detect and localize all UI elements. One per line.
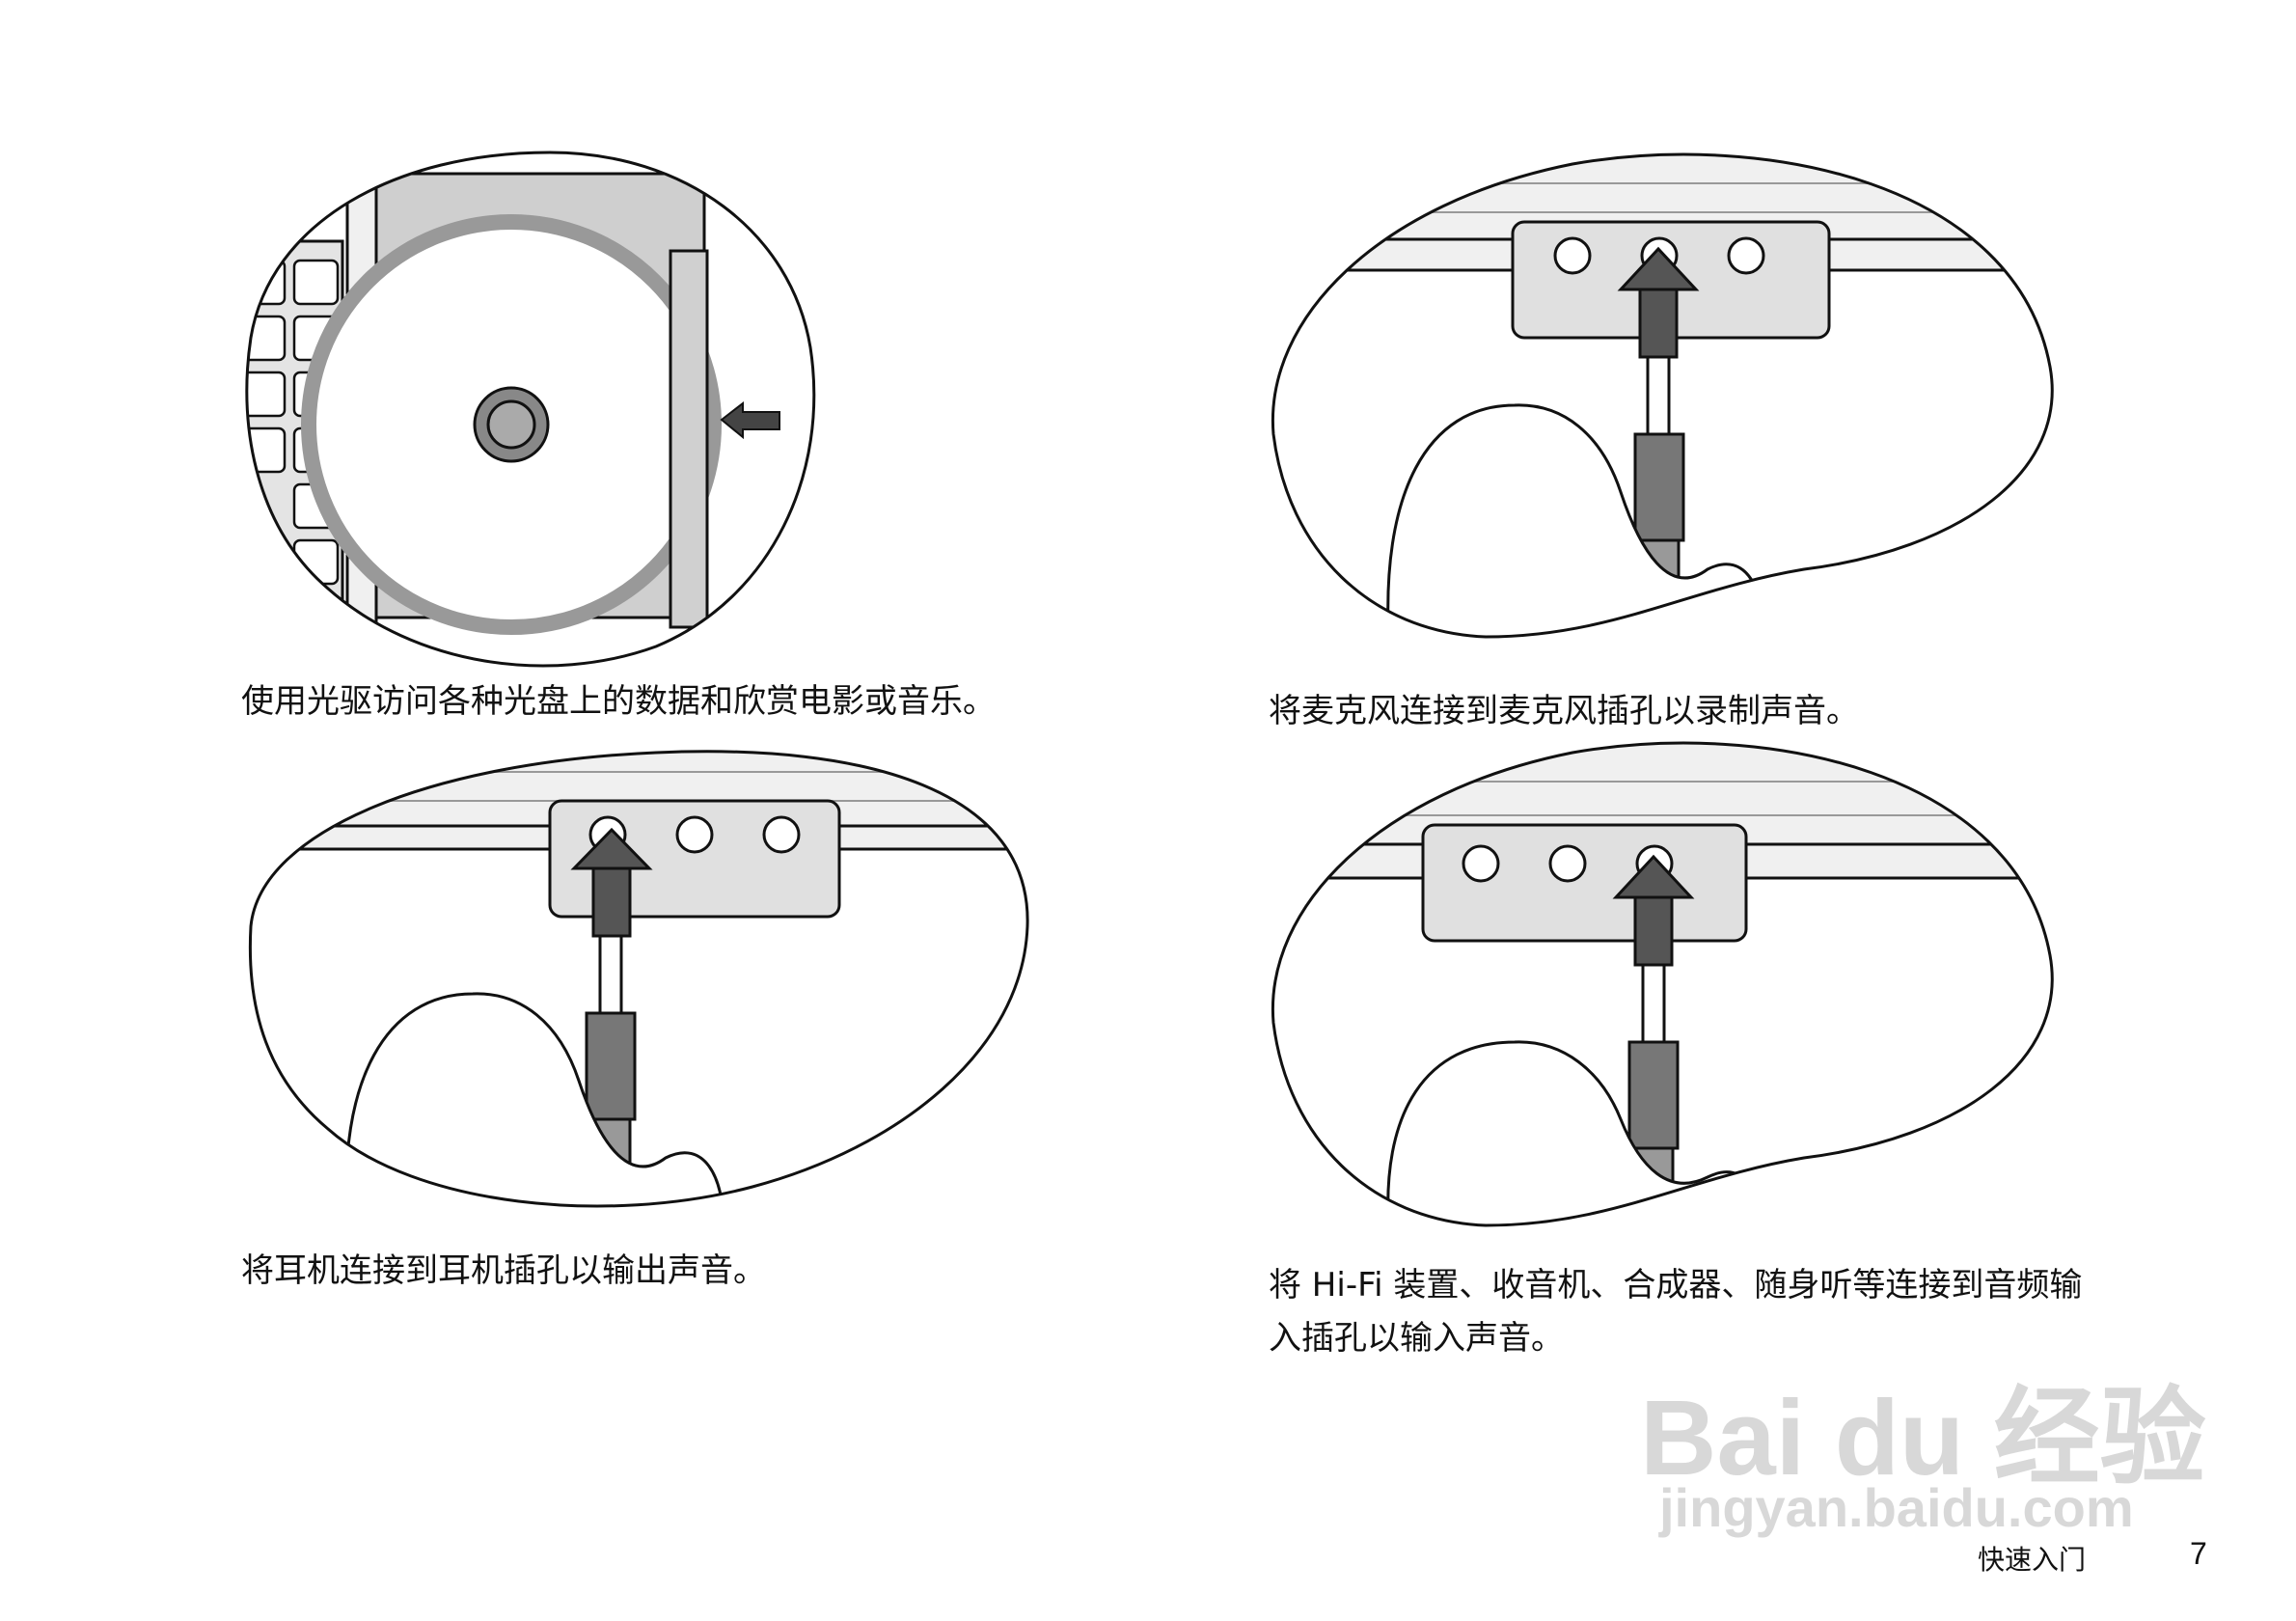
optical-drive-illustration (245, 151, 816, 668)
footer-section-title: 快速入门 (1978, 1544, 2087, 1576)
headphone-illustration (248, 750, 1029, 1208)
caption-headphone: 将耳机连接到耳机插孔以输出声音。 (241, 1251, 766, 1290)
caption-optical-drive: 使用光驱访问各种光盘上的数据和欣赏电影或音乐。 (241, 682, 996, 721)
watermark-logo: Bai du 经验 (1640, 1379, 2206, 1497)
line-in-illustration (1271, 741, 2054, 1227)
caption-line-in-line2: 入插孔以输入声音。 (1269, 1319, 1564, 1358)
microphone-illustration (1271, 152, 2054, 639)
watermark-url: jingyan.baidu.com (1659, 1477, 2134, 1538)
caption-microphone: 将麦克风连接到麦克风插孔以录制声音。 (1269, 692, 1859, 730)
insert-arrow-icon (720, 400, 780, 440)
page-number: 7 (2190, 1536, 2207, 1571)
caption-line-in-line1: 将 Hi-Fi 装置、收音机、合成器、随身听等连接到音频输 (1269, 1266, 2083, 1305)
